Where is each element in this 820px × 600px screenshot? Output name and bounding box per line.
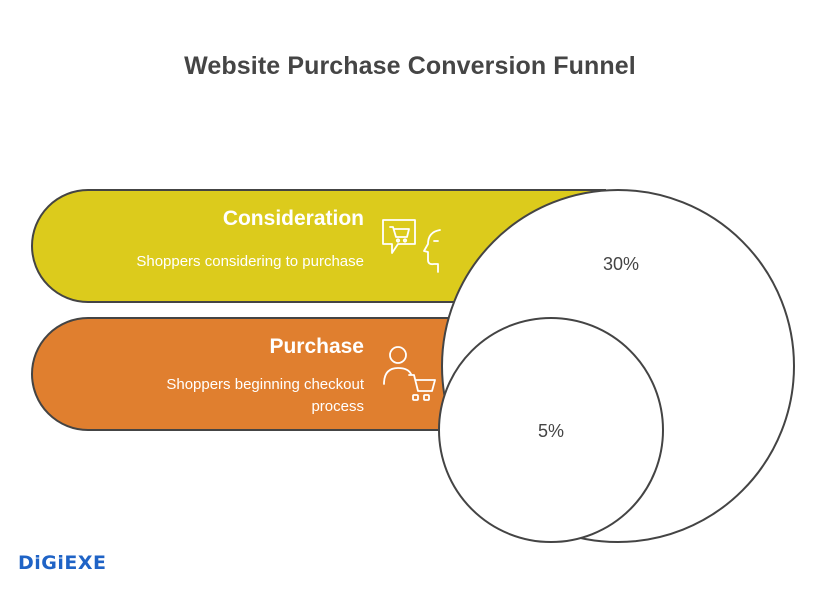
purchase-band [31,317,541,431]
consideration-description: Shoppers considering to purchase [136,253,364,270]
page-title: Website Purchase Conversion Funnel [184,52,636,80]
consideration-label: Consideration [223,207,364,230]
person-cart-icon [383,346,436,401]
purchase-description-line-1: Shoppers beginning checkout [166,376,364,393]
consideration-percent: 30% [603,254,639,274]
shopping-cart-speech-icon [382,219,441,273]
consideration-band [31,189,606,303]
purchase-description-line-2: process [311,398,364,415]
purchase-percent: 5% [538,421,564,441]
brand-logo: DiGiEXE [18,552,107,574]
purchase-label: Purchase [269,335,364,358]
purchase-circle [438,317,664,543]
